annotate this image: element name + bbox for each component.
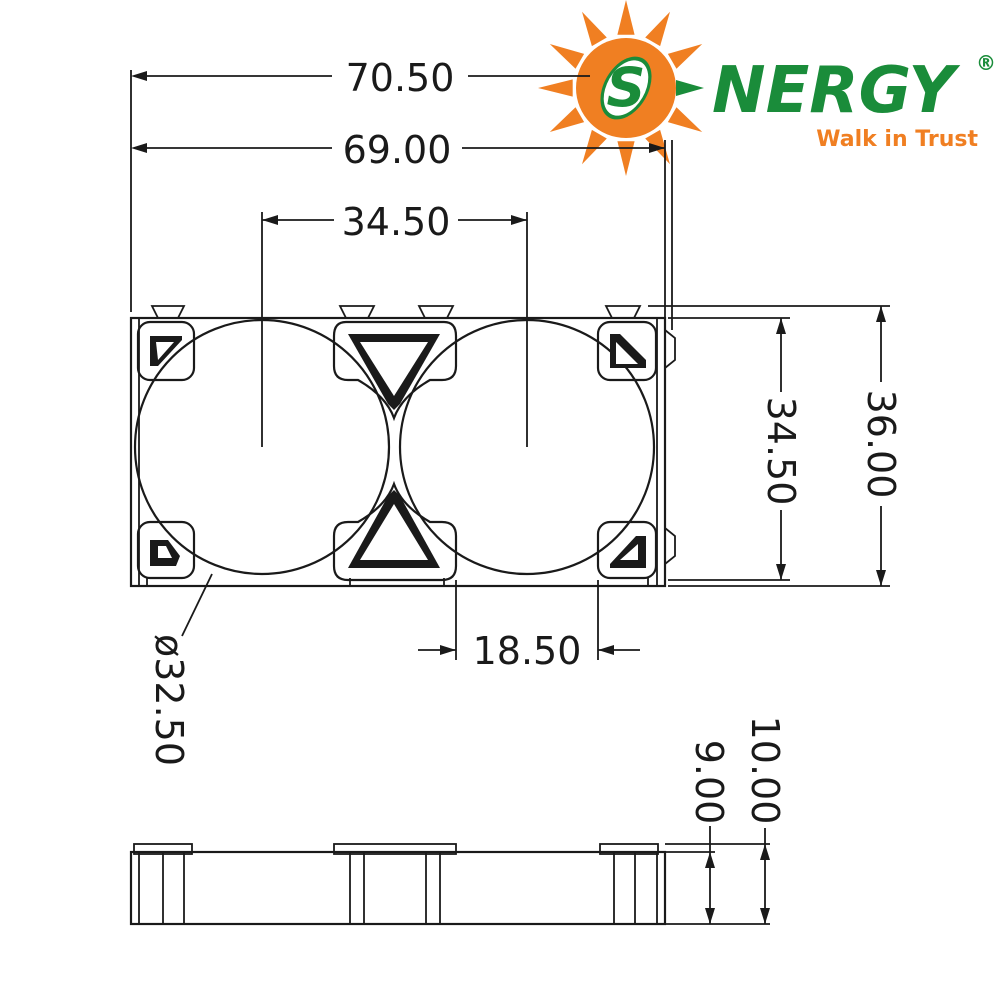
sun-ray bbox=[549, 107, 585, 132]
dim-diameter: ø32.50 bbox=[147, 634, 191, 766]
logo-registered: ® bbox=[976, 51, 996, 75]
side-view-body bbox=[129, 850, 667, 926]
dim-gap: 18.50 bbox=[473, 629, 582, 673]
sun-ray bbox=[667, 107, 703, 132]
dim-inner-height: 34.50 bbox=[759, 397, 803, 506]
sun-ray bbox=[582, 11, 607, 47]
outer-frame bbox=[129, 316, 667, 588]
sun-ray bbox=[538, 79, 573, 97]
logo-tagline: Walk in Trust bbox=[816, 127, 978, 152]
dimension-lines bbox=[130, 70, 890, 660]
sun-ray bbox=[582, 129, 607, 165]
dim-total-thickness: 10.00 bbox=[743, 716, 787, 825]
side-view bbox=[129, 826, 770, 926]
dimension-labels: 70.50 69.00 34.50 34.50 36.00 18.50 ø32.… bbox=[147, 56, 903, 824]
sun-ray bbox=[645, 11, 670, 47]
dim-base-thickness: 9.00 bbox=[687, 740, 731, 825]
logo-arrow bbox=[676, 80, 704, 96]
sun-ray bbox=[549, 44, 585, 69]
sun-ray bbox=[617, 0, 635, 35]
sun-ray bbox=[667, 44, 703, 69]
top-view bbox=[129, 212, 676, 588]
dim-cell-pitch: 34.50 bbox=[342, 200, 451, 244]
dim-overall-width: 70.50 bbox=[346, 56, 455, 100]
dim-inner-width: 69.00 bbox=[343, 128, 452, 172]
synergy-logo: S NERGY ® Walk in Trust bbox=[538, 0, 996, 176]
logo-letter: S bbox=[607, 56, 646, 119]
logo-brand: NERGY bbox=[712, 54, 961, 128]
sun-ray bbox=[617, 141, 635, 176]
dim-overall-height: 36.00 bbox=[859, 390, 903, 499]
